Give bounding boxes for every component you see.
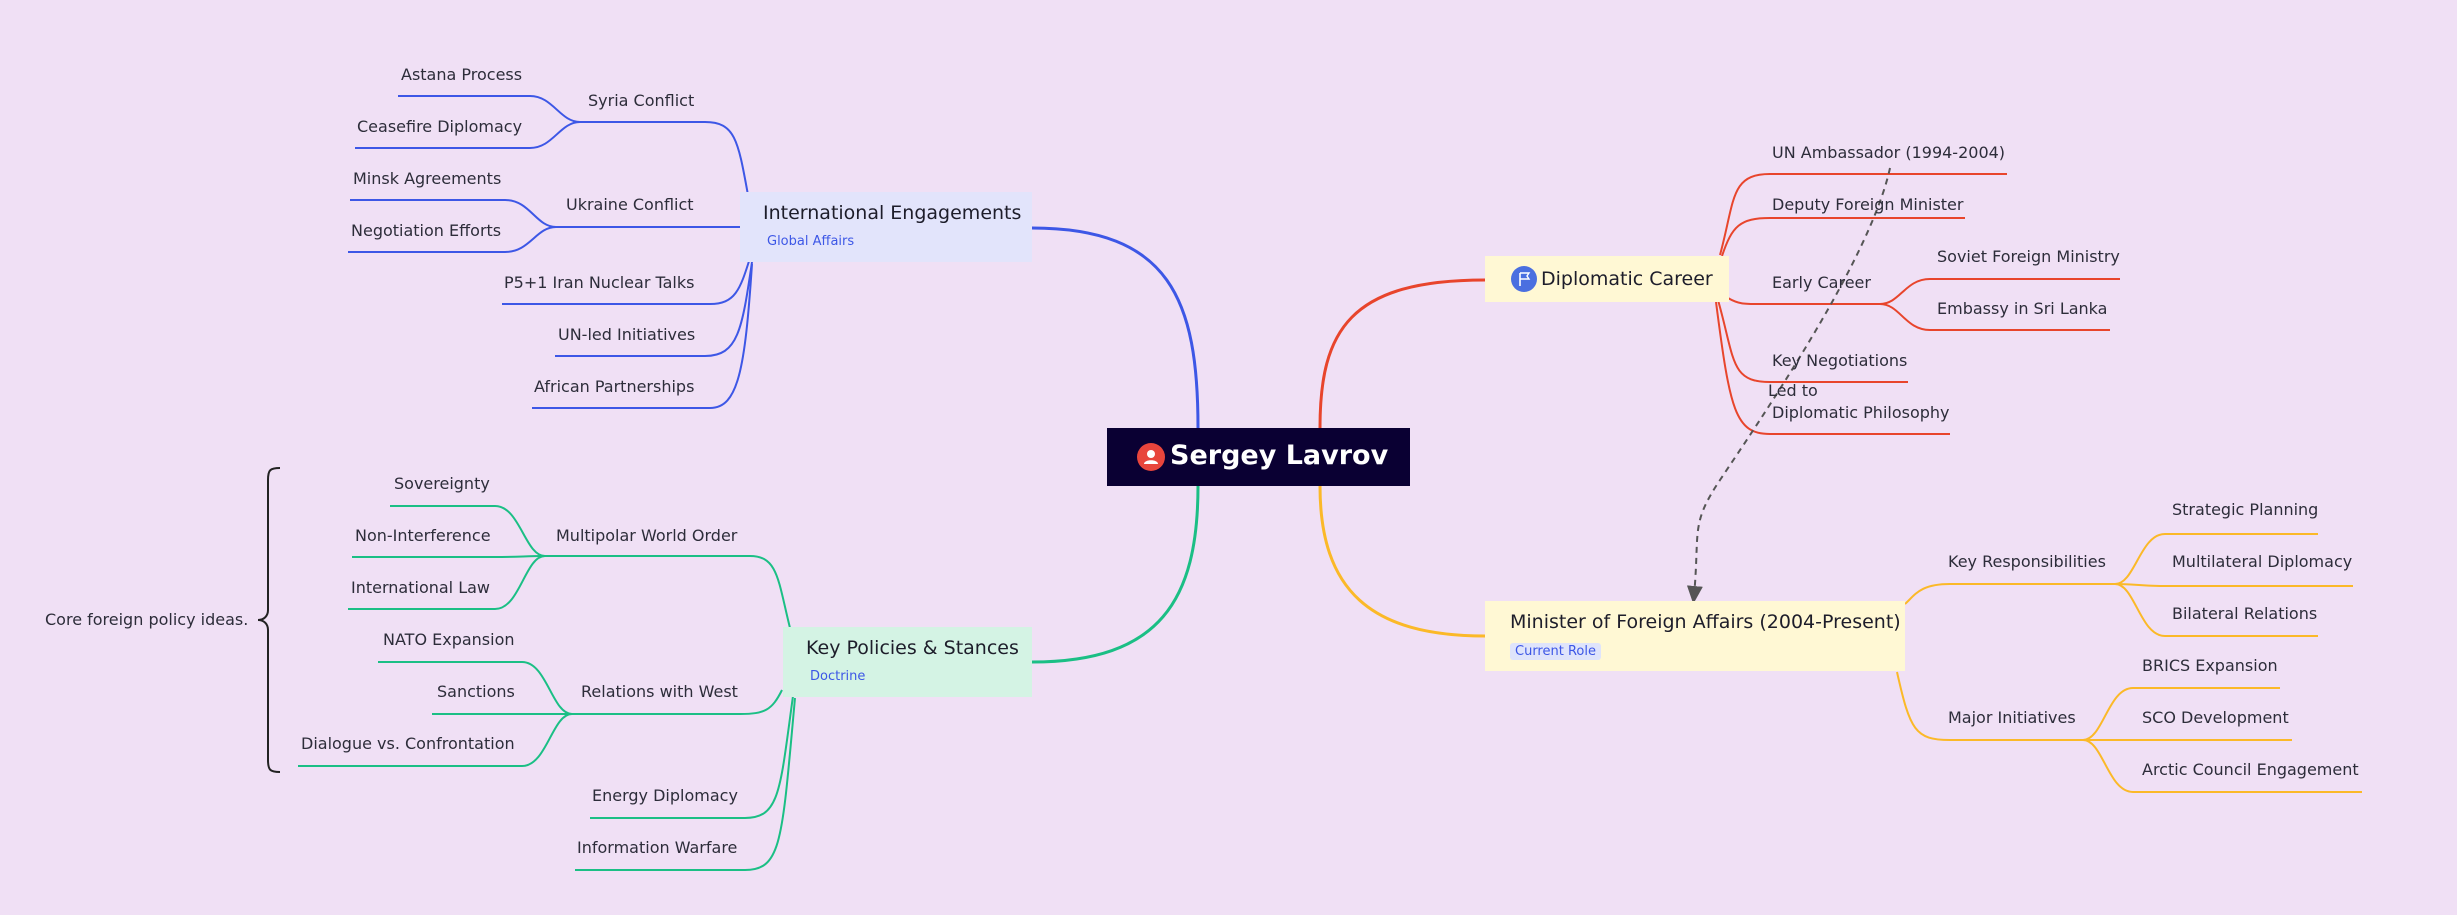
engagements-node[interactable]: International Engagements Global Affairs bbox=[740, 192, 1032, 262]
relation-label: Led to bbox=[1768, 381, 1818, 400]
career-item-key-negotiations[interactable]: Key Negotiations bbox=[1772, 351, 1908, 370]
career-item-un-ambassador[interactable]: UN Ambassador (1994-2004) bbox=[1772, 143, 2006, 162]
career-label: Diplomatic Career bbox=[1541, 268, 1713, 290]
policies-connectors bbox=[298, 505, 796, 871]
root-label: Sergey Lavrov bbox=[1170, 440, 1389, 471]
engagements-connectors bbox=[348, 95, 753, 409]
policies-multipolar[interactable]: Multipolar World Order bbox=[556, 526, 738, 545]
summary-brace bbox=[257, 467, 281, 773]
minister-node[interactable]: Minister of Foreign Affairs (2004-Presen… bbox=[1485, 601, 1905, 671]
minister-connectors bbox=[1896, 533, 2362, 793]
connector-root-policies bbox=[1031, 485, 1200, 664]
policies-item-international-law[interactable]: International Law bbox=[351, 578, 491, 597]
engagements-item-un[interactable]: UN-led Initiatives bbox=[558, 325, 696, 344]
summary-label: Core foreign policy ideas. bbox=[45, 610, 249, 629]
minister-item-arctic[interactable]: Arctic Council Engagement bbox=[2142, 760, 2359, 779]
minister-major-initiatives[interactable]: Major Initiatives bbox=[1948, 708, 2076, 727]
minister-key-responsibilities[interactable]: Key Responsibilities bbox=[1948, 552, 2106, 571]
relation-arrow bbox=[1686, 167, 1891, 604]
policies-item-nato[interactable]: NATO Expansion bbox=[383, 630, 515, 649]
engagements-item-iran[interactable]: P5+1 Iran Nuclear Talks bbox=[504, 273, 695, 292]
career-item-early-career[interactable]: Early Career bbox=[1772, 273, 1871, 292]
career-item-deputy-minister[interactable]: Deputy Foreign Minister bbox=[1772, 195, 1964, 214]
career-connectors bbox=[1715, 173, 2120, 435]
policies-item-information[interactable]: Information Warfare bbox=[577, 838, 738, 857]
minister-label: Minister of Foreign Affairs (2004-Presen… bbox=[1510, 611, 1901, 633]
engagements-item-african[interactable]: African Partnerships bbox=[534, 377, 695, 396]
policies-item-non-interference[interactable]: Non-Interference bbox=[355, 526, 491, 545]
connector-root-minister bbox=[1318, 485, 1486, 638]
policies-item-sanctions[interactable]: Sanctions bbox=[437, 682, 515, 701]
engagements-ukraine[interactable]: Ukraine Conflict bbox=[566, 195, 694, 214]
engagements-item-minsk[interactable]: Minsk Agreements bbox=[353, 169, 502, 188]
minister-tag: Current Role bbox=[1510, 643, 1601, 660]
policies-tag: Doctrine bbox=[810, 669, 866, 684]
minister-item-bilateral[interactable]: Bilateral Relations bbox=[2172, 604, 2318, 623]
policies-label: Key Policies & Stances bbox=[806, 637, 1019, 659]
career-item-philosophy[interactable]: Diplomatic Philosophy bbox=[1772, 403, 1950, 422]
minister-item-sco[interactable]: SCO Development bbox=[2142, 708, 2289, 727]
career-node[interactable]: Diplomatic Career bbox=[1485, 256, 1729, 302]
engagements-item-astana[interactable]: Astana Process bbox=[401, 65, 523, 84]
policies-item-energy[interactable]: Energy Diplomacy bbox=[592, 786, 738, 805]
minister-item-multilateral[interactable]: Multilateral Diplomacy bbox=[2172, 552, 2353, 571]
flag-icon bbox=[1511, 266, 1537, 292]
engagements-syria[interactable]: Syria Conflict bbox=[588, 91, 695, 110]
person-icon bbox=[1137, 443, 1165, 471]
policies-item-sovereignty[interactable]: Sovereignty bbox=[394, 474, 490, 493]
engagements-tag: Global Affairs bbox=[767, 234, 855, 249]
career-item-soviet-ministry[interactable]: Soviet Foreign Ministry bbox=[1937, 247, 2120, 266]
engagements-label: International Engagements bbox=[763, 202, 1022, 224]
engagements-item-ceasefire[interactable]: Ceasefire Diplomacy bbox=[357, 117, 523, 136]
root-node[interactable]: Sergey Lavrov bbox=[1107, 428, 1410, 486]
connector-root-engagements bbox=[1031, 226, 1200, 429]
minister-item-strategic[interactable]: Strategic Planning bbox=[2172, 500, 2319, 519]
minister-item-brics[interactable]: BRICS Expansion bbox=[2142, 656, 2278, 675]
connector-root-career bbox=[1318, 278, 1486, 429]
policies-item-dialogue[interactable]: Dialogue vs. Confrontation bbox=[301, 734, 515, 753]
engagements-item-negotiation[interactable]: Negotiation Efforts bbox=[351, 221, 502, 240]
career-item-sri-lanka[interactable]: Embassy in Sri Lanka bbox=[1937, 299, 2108, 318]
policies-west[interactable]: Relations with West bbox=[581, 682, 738, 701]
policies-node[interactable]: Key Policies & Stances Doctrine bbox=[783, 627, 1032, 697]
